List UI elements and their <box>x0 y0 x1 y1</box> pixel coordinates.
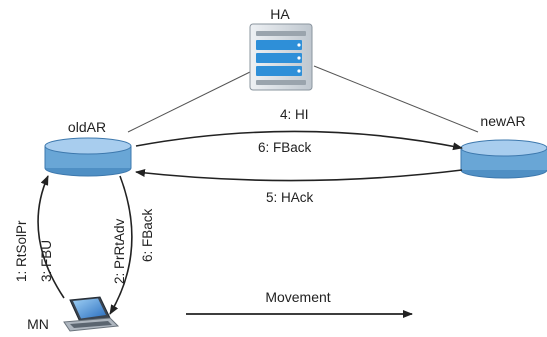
hack-label: 5: HAck <box>266 190 314 205</box>
hack-arrow <box>135 169 463 182</box>
newar-router-icon <box>460 139 547 179</box>
mn-to-oldar-arrow <box>37 175 65 299</box>
ha-label: HA <box>270 6 290 22</box>
ha-oldar-link <box>127 71 251 133</box>
oldar-router-icon <box>44 137 132 177</box>
fback-between-ars-label: 6: FBack <box>258 140 312 155</box>
oldar-label: oldAR <box>68 119 106 135</box>
hi-arrow <box>135 130 463 151</box>
mn-label: MN <box>27 316 49 332</box>
fbu-label: 3: FBU <box>39 240 54 282</box>
laptop-icon <box>63 296 120 332</box>
newar-label: newAR <box>480 113 525 129</box>
hi-label: 4: HI <box>280 107 309 122</box>
rtsolpr-label: 1: RtSolPr <box>14 220 29 282</box>
fback-to-mn-label: 6: FBack <box>140 208 155 262</box>
prrtadv-label: 2: PrRtAdv <box>112 218 127 284</box>
server-icon <box>249 23 313 91</box>
movement-label: Movement <box>265 289 330 305</box>
ha-newar-link <box>313 65 479 133</box>
oldar-to-mn-arrow <box>109 175 133 315</box>
